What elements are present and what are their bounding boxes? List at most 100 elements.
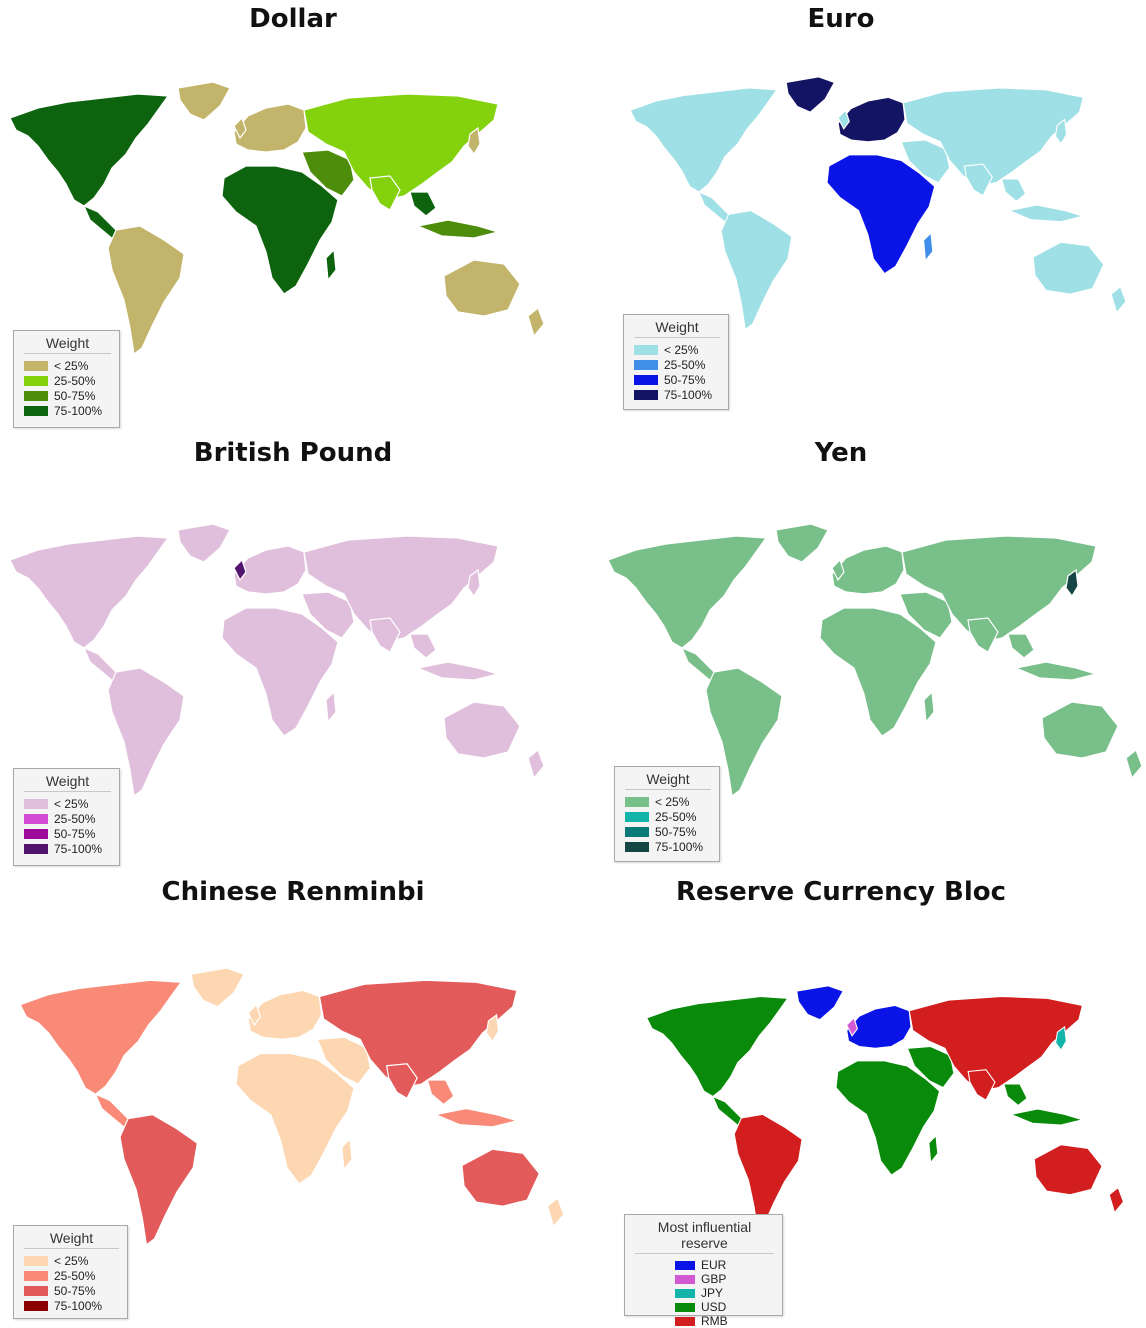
region-madagascar: [325, 248, 337, 282]
region-madagascar: [325, 690, 337, 724]
region-north-america: [607, 535, 768, 649]
region-madagascar: [923, 690, 935, 724]
region-australia: [1041, 701, 1119, 759]
map-legend: Weight < 25%25-50%50-75%75-100%: [13, 1225, 128, 1319]
region-uk: [233, 558, 247, 582]
legend-label: 25-50%: [54, 373, 96, 388]
region-india: [369, 617, 401, 653]
region-south-america: [733, 1113, 803, 1230]
legend-label: < 25%: [664, 342, 699, 357]
world-map: [629, 76, 1127, 331]
region-indonesia: [433, 1107, 520, 1128]
legend-rows: < 25%25-50%50-75%75-100%: [24, 796, 111, 856]
world-map: [19, 967, 565, 1246]
region-new-zealand: [1125, 749, 1143, 780]
region-indonesia: [415, 219, 501, 239]
legend-item: 50-75%: [24, 826, 111, 841]
world-map: [9, 523, 545, 798]
legend-swatch: [675, 1316, 695, 1326]
region-africa: [221, 165, 339, 295]
legend-item: < 25%: [24, 1253, 119, 1268]
region-australia: [443, 259, 521, 317]
region-australia: [461, 1148, 541, 1207]
region-japan: [1054, 118, 1068, 145]
legend-swatch: [24, 1270, 48, 1281]
region-greenland: [177, 523, 231, 563]
map-panel-british-pound: British Pound Weight < 25%25-50%50-75%75…: [0, 438, 586, 880]
legend-swatch: [24, 798, 48, 809]
map-panel-dollar: Dollar Weight < 25%25-50%50-75%75-100%: [0, 0, 586, 440]
legend-label: 25-50%: [54, 811, 96, 826]
legend-label: EUR: [701, 1258, 727, 1272]
legend-swatch: [24, 375, 48, 386]
map-title: Dollar: [249, 4, 337, 34]
legend-label: 25-50%: [54, 1268, 96, 1283]
legend-label: USD: [701, 1300, 727, 1314]
legend-swatch: [634, 359, 658, 370]
legend-item: 25-50%: [24, 811, 111, 826]
legend-label: 50-75%: [664, 372, 706, 387]
legend-item: 25-50%: [24, 373, 111, 388]
map-legend: Weight < 25%25-50%50-75%75-100%: [13, 768, 120, 866]
region-north-america: [9, 535, 170, 649]
legend-title: Weight: [24, 773, 111, 792]
region-new-zealand: [1108, 1186, 1125, 1214]
region-australia: [443, 701, 521, 759]
legend-rows: < 25%25-50%50-75%75-100%: [634, 342, 720, 402]
legend-item: 25-50%: [24, 1268, 119, 1283]
legend-swatch: [625, 796, 649, 807]
legend-item: < 25%: [634, 342, 720, 357]
legend-swatch: [24, 405, 48, 416]
region-asia: [318, 979, 518, 1089]
map-title: Reserve Currency Bloc: [675, 877, 1006, 907]
region-new-zealand: [546, 1197, 565, 1228]
legend-swatch: [675, 1260, 695, 1270]
region-japan: [467, 568, 481, 598]
map-panel-chinese-renminbi: Chinese Renminbi Weight < 25%25-50%50-75…: [0, 877, 586, 1319]
legend-title: Weight: [24, 1230, 119, 1249]
region-india: [369, 175, 401, 211]
legend-swatch: [675, 1274, 695, 1284]
legend-rows: < 25%25-50%50-75%75-100%: [24, 358, 111, 418]
legend-swatch: [625, 826, 649, 837]
legend-swatch: [24, 390, 48, 401]
legend-item: USD: [635, 1300, 774, 1314]
legend-title: Weight: [634, 319, 720, 338]
region-middle-east: [906, 1045, 955, 1089]
legend-label: 50-75%: [54, 826, 96, 841]
legend-item: 75-100%: [24, 841, 111, 856]
legend-item: EUR: [635, 1258, 774, 1272]
region-europe: [247, 989, 323, 1040]
region-new-zealand: [527, 307, 545, 338]
region-asia: [303, 535, 499, 643]
legend-label: JPY: [701, 1286, 724, 1300]
world-map: [645, 985, 1125, 1230]
legend-swatch: [634, 374, 658, 385]
legend-item: GBP: [635, 1272, 774, 1286]
legend-swatch: [24, 828, 48, 839]
region-south-america: [107, 667, 185, 798]
legend-swatch: [675, 1302, 695, 1312]
legend-rows: < 25%25-50%50-75%75-100%: [24, 1253, 119, 1313]
legend-item: < 25%: [24, 358, 111, 373]
region-uk: [233, 116, 247, 140]
region-madagascar: [341, 1137, 353, 1172]
map-title: Euro: [807, 4, 875, 34]
region-se-asia: [1007, 633, 1035, 659]
region-north-america: [19, 979, 183, 1095]
map-title: British Pound: [193, 438, 393, 468]
region-se-asia: [409, 191, 437, 217]
legend-label: < 25%: [54, 1253, 89, 1268]
region-africa: [221, 607, 339, 737]
map-panel-reserve-currency-bloc: Reserve Currency Bloc Most influential r…: [586, 877, 1146, 1328]
region-middle-east: [899, 591, 953, 639]
region-australia: [1033, 1144, 1103, 1196]
region-greenland: [177, 81, 231, 121]
legend-item: 75-100%: [634, 387, 720, 402]
region-indonesia: [1013, 661, 1099, 681]
region-new-zealand: [527, 749, 545, 780]
region-africa: [826, 154, 936, 275]
map-legend: Weight < 25%25-50%50-75%75-100%: [623, 314, 729, 410]
region-middle-east: [301, 149, 355, 197]
legend-swatch: [675, 1288, 695, 1298]
